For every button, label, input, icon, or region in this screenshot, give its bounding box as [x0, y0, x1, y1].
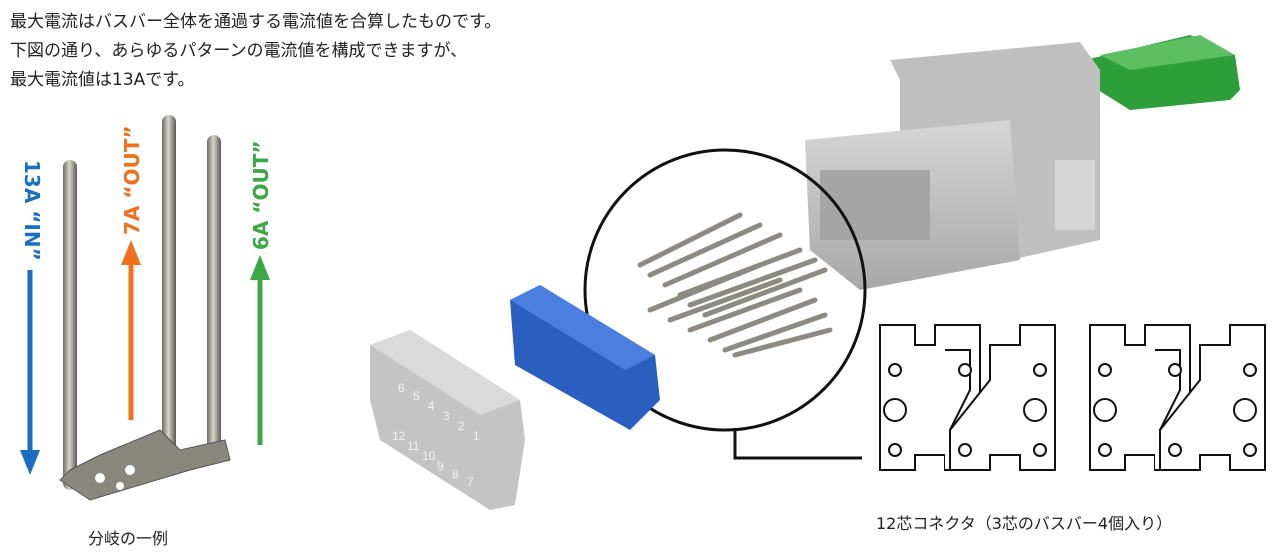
busbar-pins [637, 212, 833, 358]
zoom-circle [583, 148, 867, 432]
cover-number: 12 [392, 429, 406, 443]
blue-seal [510, 285, 660, 430]
cover-number: 3 [443, 409, 450, 423]
busbar-photo [59, 115, 231, 501]
busbar-outline-drawings [879, 324, 1266, 471]
intro-line: 最大電流はバスバー全体を通過する電流値を合算したものです。 [10, 12, 502, 32]
arrow-out-6a-icon [250, 255, 270, 445]
intro-line: 最大電流値は13Aです。 [10, 70, 195, 90]
label-7a-out: 7A “OUT” [120, 125, 144, 235]
connector-housing [805, 42, 1100, 290]
cover-number: 4 [428, 399, 435, 413]
connector-caption: 12芯コネクタ（3芯のバスバー4個入り） [876, 514, 1173, 533]
cover-number: 7 [467, 475, 474, 489]
leader-line [733, 428, 862, 460]
cover-number: 8 [452, 467, 459, 481]
green-wedge [1085, 35, 1240, 110]
connector-cover [370, 330, 525, 510]
cover-number: 9 [437, 459, 444, 473]
arrow-in-icon [20, 270, 40, 475]
label-13a-in: 13A “IN” [20, 160, 44, 261]
cover-number: 5 [413, 389, 420, 403]
cover-number: 2 [458, 419, 465, 433]
cover-numbers: 6 5 4 3 2 1 12 11 10 9 8 7 [392, 381, 480, 489]
cover-number: 6 [398, 381, 405, 395]
intro-text: 最大電流はバスバー全体を通過する電流値を合算したものです。 下図の通り、あらゆる… [10, 8, 501, 95]
cover-number: 10 [422, 449, 436, 463]
cover-number: 1 [473, 429, 480, 443]
busbar-caption: 分岐の一例 [88, 529, 169, 548]
arrow-out-7a-icon [121, 240, 141, 420]
intro-line: 下図の通り、あらゆるパターンの電流値を構成できますが、 [10, 41, 468, 61]
label-6a-out: 6A “OUT” [249, 140, 273, 250]
cover-number: 11 [407, 439, 420, 453]
